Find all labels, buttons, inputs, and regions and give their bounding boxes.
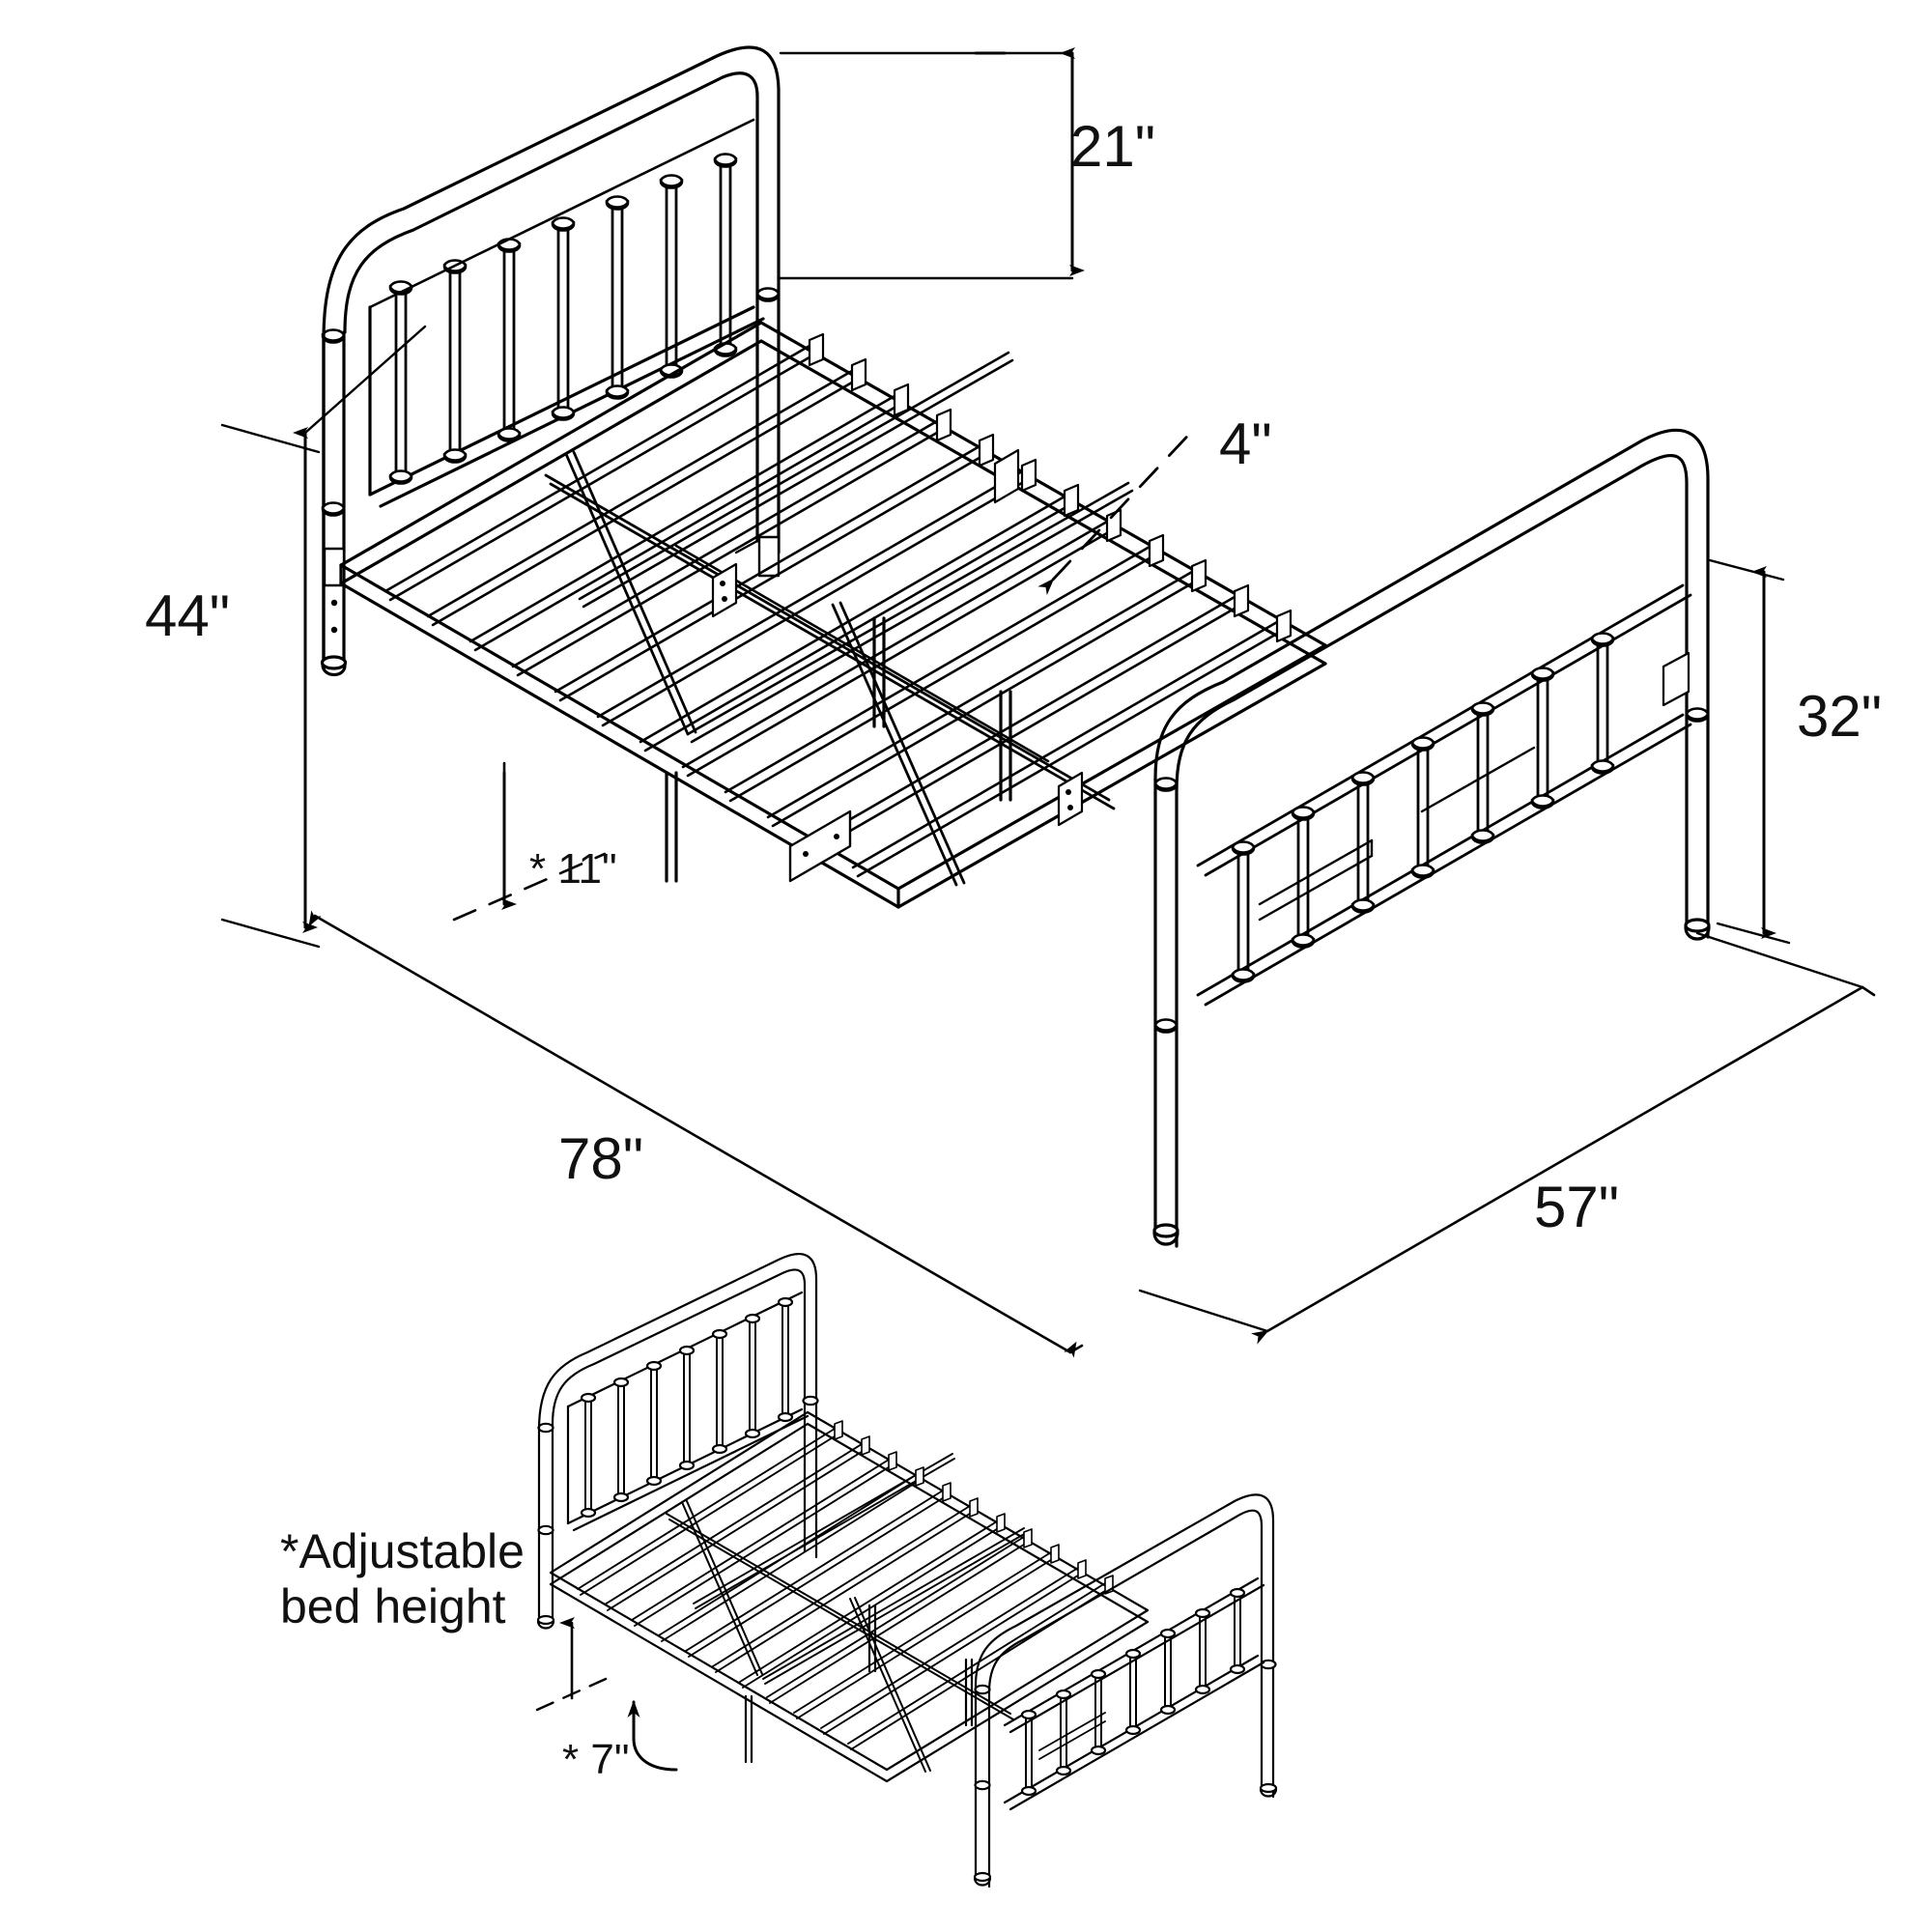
- bed-platform: [339, 321, 1327, 909]
- inset-dimension-7: [535, 1617, 678, 1772]
- dimension-lines: [220, 47, 1876, 1358]
- adjustable-height-note-line2: bed height: [280, 1579, 506, 1633]
- dimension-label-deck-height-high: * 11": [529, 845, 617, 893]
- adjustable-height-note-line1: *Adjustable: [280, 1524, 525, 1578]
- dimension-label-deck-height-low: * 7": [562, 1736, 630, 1783]
- adjustable-height-note: *Adjustable bed height: [280, 1524, 525, 1634]
- inset-bed-low-height: [536, 1252, 1278, 1888]
- dimension-label-headboard-panel-height: 21": [1070, 114, 1156, 179]
- headboard: [320, 45, 781, 677]
- dimension-label-footboard-height: 32": [1797, 684, 1883, 749]
- dimension-label-slat-spacing: 4": [1219, 412, 1272, 476]
- dimension-label-overall-width: 57": [1534, 1175, 1620, 1239]
- dimension-label-overall-length: 78": [558, 1126, 644, 1191]
- dimension-label-overall-height: 44": [145, 583, 231, 648]
- footboard: [1152, 428, 1711, 1248]
